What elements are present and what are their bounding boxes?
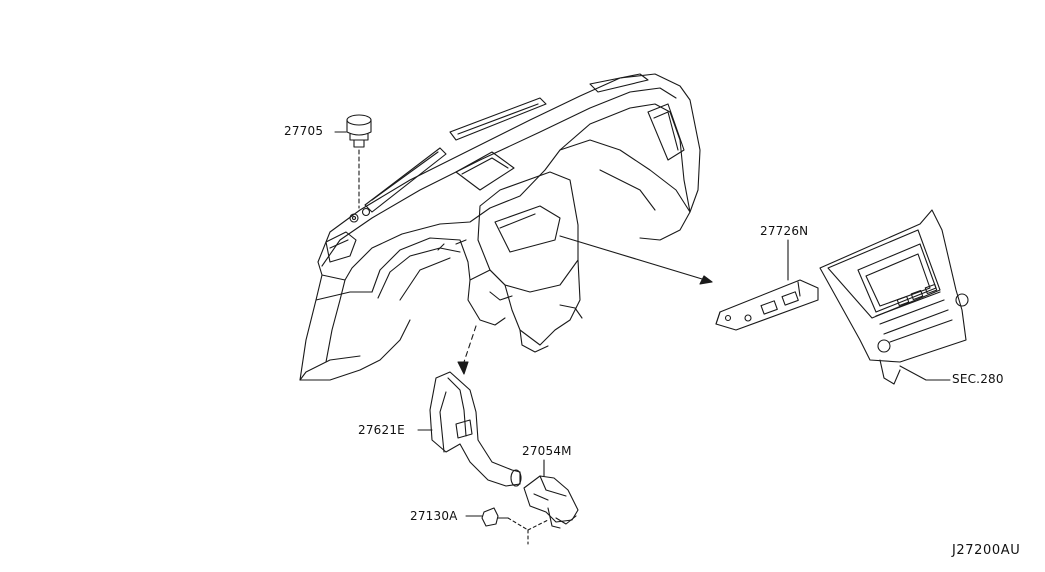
part-label-27726N: 27726N — [760, 224, 809, 238]
part-label-27130A: 27130A — [410, 509, 458, 523]
part-label-27621E: 27621E — [358, 423, 405, 437]
part-label-27705: 27705 — [284, 124, 324, 138]
part-27130A-drawing — [465, 507, 549, 545]
part-27621E-drawing — [417, 325, 522, 487]
sec280-unit-drawing — [819, 209, 969, 385]
instrument-panel-drawing — [299, 73, 701, 381]
part-27726N-drawing — [559, 235, 819, 331]
part-27705-drawing — [334, 114, 372, 209]
part-label-27054M: 27054M — [522, 444, 572, 458]
part-label-sec280: SEC.280 — [952, 372, 1004, 386]
part-27054M-drawing — [523, 459, 579, 529]
reference-code: J27200AU — [952, 543, 1021, 558]
